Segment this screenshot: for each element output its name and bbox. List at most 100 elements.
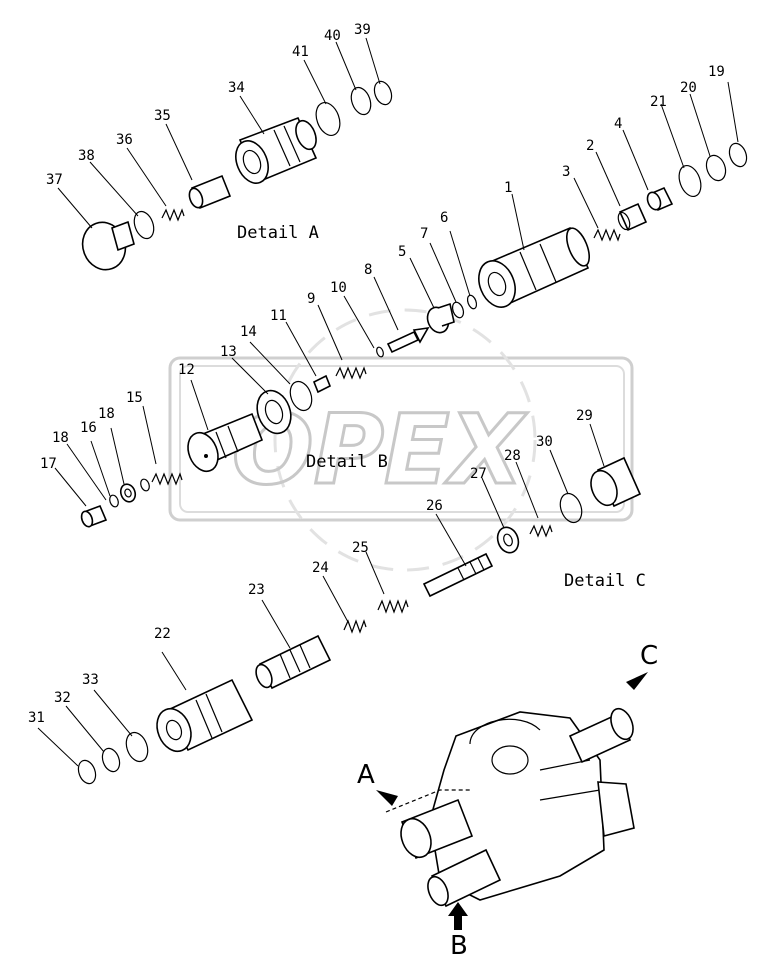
leader-lines xyxy=(37,37,739,767)
arrow-b xyxy=(448,902,468,930)
label-7: 7 xyxy=(420,226,428,242)
detail-b-upper-parts xyxy=(426,142,748,334)
part-34-valve-body xyxy=(235,116,318,184)
part-29-cap xyxy=(590,456,642,508)
part-2-sleeve xyxy=(617,202,648,232)
label-20: 20 xyxy=(680,80,697,96)
part-1-valve xyxy=(478,226,591,308)
part-33-ring xyxy=(125,731,149,763)
part-4-plug xyxy=(646,186,674,212)
part-20-ring xyxy=(705,154,727,182)
view-marker-b: B xyxy=(450,931,468,961)
part-17-plug xyxy=(80,504,108,528)
label-26: 26 xyxy=(426,498,443,514)
label-32: 32 xyxy=(54,690,71,706)
part-labels: 1 2 3 4 5 6 7 8 9 10 11 12 13 14 15 16 1… xyxy=(28,22,725,726)
part-31-ring xyxy=(77,759,97,785)
label-22: 22 xyxy=(154,626,171,642)
label-40: 40 xyxy=(324,28,341,44)
part-15-spring xyxy=(151,472,183,486)
label-6: 6 xyxy=(440,210,448,226)
label-14: 14 xyxy=(240,324,257,340)
part-38-ring xyxy=(133,210,155,240)
part-18-ring-b xyxy=(109,494,119,508)
part-3-spring xyxy=(593,228,621,242)
part-8-poppet xyxy=(386,326,430,354)
part-25-spring xyxy=(377,599,409,614)
part-6-ring xyxy=(466,294,478,310)
label-39: 39 xyxy=(354,22,371,38)
view-marker-c: C xyxy=(640,641,658,671)
label-28: 28 xyxy=(504,448,521,464)
label-29: 29 xyxy=(576,408,593,424)
label-38: 38 xyxy=(78,148,95,164)
label-18a: 18 xyxy=(52,430,69,446)
part-35-plunger xyxy=(188,174,232,210)
label-9: 9 xyxy=(307,291,315,307)
part-22-valve-body xyxy=(156,678,254,753)
valve-assembly xyxy=(385,707,635,908)
label-5: 5 xyxy=(398,244,406,260)
label-10: 10 xyxy=(330,280,347,296)
part-11-plug xyxy=(312,374,332,394)
label-34: 34 xyxy=(228,80,245,96)
detail-b-caption: Detail B xyxy=(306,452,388,472)
label-27: 27 xyxy=(470,466,487,482)
label-8: 8 xyxy=(364,262,372,278)
detail-c-caption: Detail C xyxy=(564,571,646,591)
label-41: 41 xyxy=(292,44,309,60)
label-30: 30 xyxy=(536,434,553,450)
detail-a-parts xyxy=(81,80,393,271)
part-14-ring xyxy=(289,380,313,412)
detail-c-parts xyxy=(77,456,642,785)
part-37-cap xyxy=(81,220,135,271)
part-40-ring xyxy=(350,86,372,116)
label-15: 15 xyxy=(126,390,143,406)
label-4: 4 xyxy=(614,116,622,132)
label-17: 17 xyxy=(40,456,57,472)
label-24: 24 xyxy=(312,560,329,576)
part-16-nut xyxy=(119,483,137,503)
part-21-ring xyxy=(678,164,702,198)
label-16: 16 xyxy=(80,420,97,436)
arrow-a xyxy=(376,790,398,806)
label-2: 2 xyxy=(586,138,594,154)
label-21: 21 xyxy=(650,94,667,110)
part-30-ring xyxy=(559,492,583,524)
part-41-ring xyxy=(315,101,341,137)
part-12-valve-body xyxy=(187,412,264,473)
label-25: 25 xyxy=(352,540,369,556)
part-13-collar xyxy=(256,389,292,435)
label-3: 3 xyxy=(562,164,570,180)
part-27-collar xyxy=(496,526,520,554)
part-36-spring xyxy=(161,208,185,222)
part-7-ring xyxy=(451,301,465,319)
detail-a-caption: Detail A xyxy=(237,223,319,243)
label-33: 33 xyxy=(82,672,99,688)
label-1: 1 xyxy=(504,180,512,196)
label-11: 11 xyxy=(270,308,287,324)
detail-b-middle-parts xyxy=(80,326,430,528)
part-39-ring xyxy=(373,80,393,106)
label-18b: 18 xyxy=(98,406,115,422)
label-36: 36 xyxy=(116,132,133,148)
label-31: 31 xyxy=(28,710,45,726)
part-18-ring-a xyxy=(140,478,150,492)
part-32-ring xyxy=(101,747,121,773)
part-5-seat xyxy=(426,302,455,334)
label-35: 35 xyxy=(154,108,171,124)
part-9-spring xyxy=(335,366,367,380)
part-19-ring xyxy=(728,142,748,168)
part-28-spring xyxy=(529,524,553,538)
part-10-ring xyxy=(376,346,384,358)
part-23-spool xyxy=(255,634,332,690)
label-23: 23 xyxy=(248,582,265,598)
part-24-spring xyxy=(343,619,367,634)
label-19: 19 xyxy=(708,64,725,80)
view-marker-a: A xyxy=(357,760,375,790)
label-12: 12 xyxy=(178,362,195,378)
label-13: 13 xyxy=(220,344,237,360)
arrow-c xyxy=(626,668,650,690)
label-37: 37 xyxy=(46,172,63,188)
